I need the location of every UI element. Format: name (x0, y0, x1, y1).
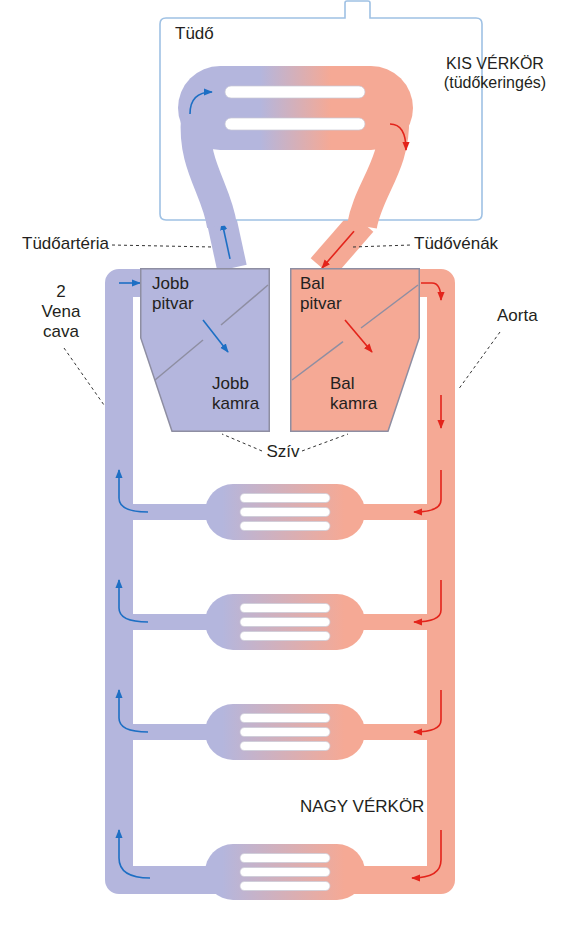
pulmonary-artery (222, 222, 232, 268)
capillary-slot (240, 618, 330, 627)
chamber-name: Jobb pitvar (152, 274, 214, 314)
flow-arrow (119, 690, 148, 732)
heart-chamber: Bal pitvarBal kamra (290, 268, 420, 432)
chamber-name: Bal pitvar (300, 274, 358, 314)
node-outline-path (141, 269, 270, 432)
pulmonary-vein (322, 222, 362, 268)
capillary-slot (240, 522, 330, 531)
leader-line (302, 434, 348, 451)
flow-arrow (414, 580, 441, 622)
vessel-name: Tüdőartéria (22, 234, 122, 254)
flow-arrow (119, 580, 148, 622)
lung-capillary-bed (178, 66, 413, 150)
capillary-slot (225, 86, 365, 98)
flow-arrow (119, 830, 150, 878)
valve-wall (155, 340, 203, 380)
flow-arrow (440, 395, 442, 428)
capillary-bed (205, 484, 365, 540)
flow-arrow (119, 470, 148, 512)
flow-arrow (222, 222, 230, 259)
chamber-name: Jobb kamra (212, 374, 268, 414)
organ-name: Szív (262, 442, 304, 462)
capillary-slot (240, 742, 330, 751)
capillary-slot (240, 868, 330, 877)
capillary-slot (240, 714, 330, 723)
vessel-name: Tüdővénák (414, 234, 514, 254)
node-outline-path (291, 269, 420, 432)
capillary-bed (205, 844, 365, 900)
heart-valves (155, 285, 418, 380)
capillary-bed (205, 704, 365, 760)
vessel-band (222, 222, 232, 268)
capillary-slot (225, 118, 365, 130)
flow-arrow (390, 124, 406, 150)
capillary-slot (240, 882, 330, 891)
capillary-slot (240, 854, 330, 863)
flow-arrow (190, 92, 212, 114)
connector-layer (119, 222, 441, 880)
heart-chamber: Jobb pitvarJobb kamra (140, 268, 270, 432)
capillary-slot (240, 508, 330, 517)
vessel-name: 2 Vena cava (38, 282, 84, 342)
valve-wall (361, 285, 418, 328)
lung-vein-branch (362, 118, 394, 226)
capillary-bed (205, 594, 365, 650)
lung-artery-branch (196, 118, 222, 226)
capillary-slot (240, 494, 330, 503)
capillary-slot (240, 728, 330, 737)
flow-arrow (414, 690, 441, 732)
leader-line (458, 332, 500, 390)
flow-arrow (412, 830, 441, 878)
leader-line (222, 434, 262, 451)
valve-wall (292, 342, 343, 380)
capillary-slot (240, 632, 330, 641)
leader-line (112, 245, 213, 247)
vessel-band (322, 222, 362, 268)
flow-arrow (119, 282, 140, 284)
flow-arrow (414, 470, 441, 512)
flow-arrow (322, 231, 354, 268)
capillary-slot (240, 604, 330, 613)
lung-box: Tüdő (158, 0, 484, 222)
leader-line (353, 245, 411, 247)
circuit-name: NAGY VÉRKÖR (300, 797, 430, 817)
capillary-beds (205, 484, 365, 900)
flow-arrow (345, 320, 372, 352)
vessel-name: Aorta (497, 306, 561, 326)
chamber-name: Bal kamra (330, 374, 392, 414)
leader-line (64, 348, 104, 405)
flow-arrow (421, 283, 441, 300)
flow-arrow (203, 320, 228, 352)
organ-name: Tüdő (175, 24, 245, 44)
node-outline-path (160, 1, 482, 220)
valve-wall (221, 285, 268, 325)
lung-vessels (178, 66, 413, 226)
